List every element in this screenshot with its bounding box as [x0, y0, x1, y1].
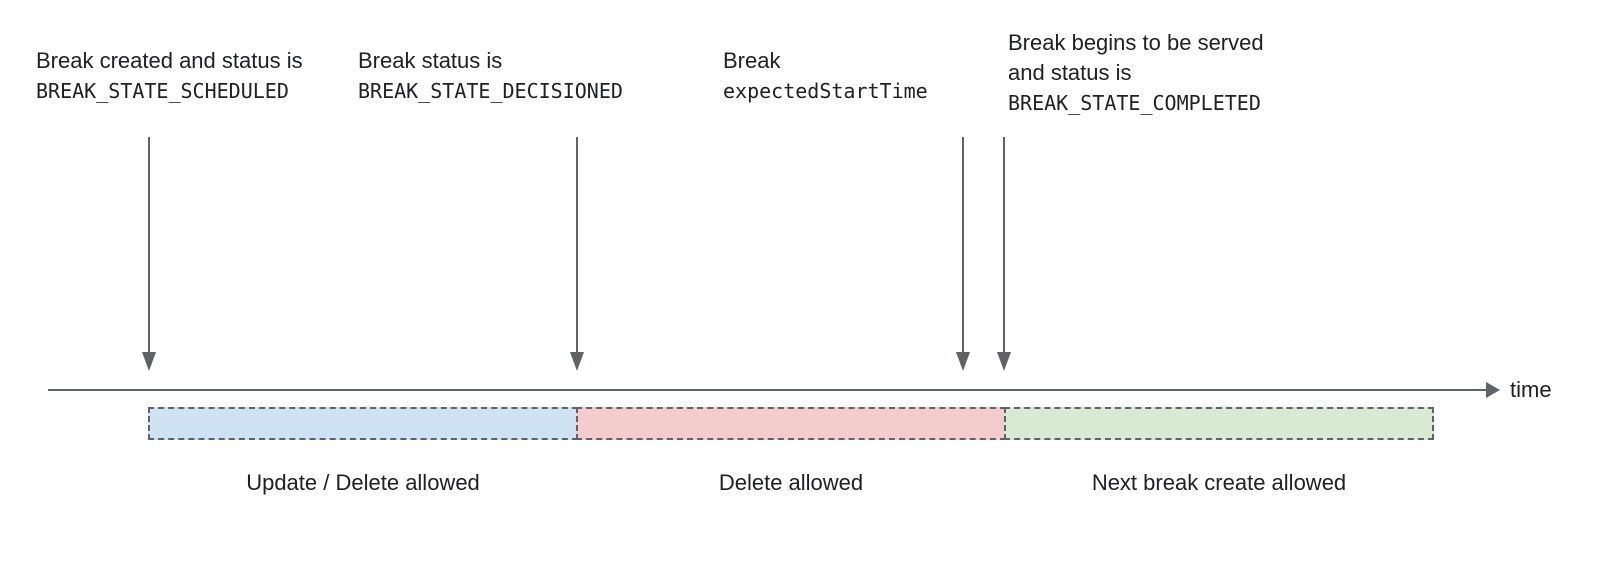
annotation-text: Break begins to be served: [1008, 30, 1264, 55]
segment-next-break-create: [1004, 407, 1434, 440]
time-axis-label: time: [1510, 377, 1552, 402]
right-arrowhead-icon: [1486, 382, 1500, 398]
segment-label-update-delete: Update / Delete allowed: [246, 470, 480, 495]
annotation-code: BREAK_STATE_SCHEDULED: [36, 79, 289, 103]
down-arrowhead-icon: [997, 352, 1011, 371]
annotation-text: Break: [723, 48, 781, 73]
arrow-stem: [576, 137, 578, 353]
down-arrowhead-icon: [570, 352, 584, 371]
segment-label-next-break: Next break create allowed: [1091, 470, 1347, 495]
arrow-stem: [148, 137, 150, 353]
annotation-break-created: Break created and status is BREAK_STATE_…: [36, 46, 303, 106]
annotation-expected-start-time: Break expectedStartTime: [723, 46, 928, 106]
arrow-stem: [962, 137, 964, 353]
arrow-break-created: [142, 137, 156, 371]
annotation-break-completed: Break begins to be served and status is …: [1008, 28, 1264, 118]
arrow-break-completed: [997, 137, 1011, 371]
arrow-expected-start-time: [956, 137, 970, 371]
annotation-break-decisioned: Break status is BREAK_STATE_DECISIONED: [358, 46, 623, 106]
arrow-stem: [1003, 137, 1005, 353]
annotation-text: Break created and status is: [36, 48, 303, 73]
segment-update-delete-allowed: [148, 407, 578, 440]
annotation-code: BREAK_STATE_COMPLETED: [1008, 91, 1261, 115]
annotation-code: expectedStartTime: [723, 79, 928, 103]
down-arrowhead-icon: [142, 352, 156, 371]
annotation-text: and status is: [1008, 60, 1132, 85]
annotation-code: BREAK_STATE_DECISIONED: [358, 79, 623, 103]
segment-delete-allowed: [576, 407, 1006, 440]
arrow-break-decisioned: [570, 137, 584, 371]
down-arrowhead-icon: [956, 352, 970, 371]
segment-label-delete: Delete allowed: [718, 470, 864, 495]
time-axis: [48, 389, 1488, 391]
annotation-text: Break status is: [358, 48, 503, 73]
